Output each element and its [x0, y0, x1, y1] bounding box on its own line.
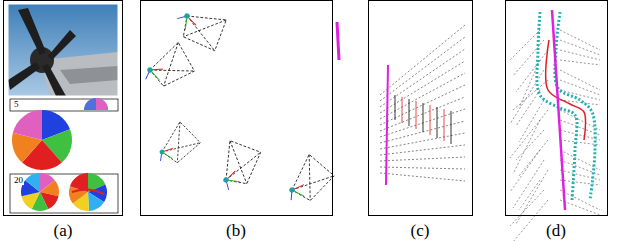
- panel-frame: [506, 1, 608, 216]
- object-line: [386, 65, 388, 185]
- callout-number: 5: [13, 100, 20, 109]
- half-pie: [84, 98, 108, 110]
- half-pie: [96, 98, 108, 110]
- sub-frame: [10, 174, 118, 213]
- sub-frame: [10, 99, 118, 111]
- trajectory: [510, 10, 600, 241]
- panel-frame: [141, 1, 333, 216]
- pie-chart: [69, 173, 107, 211]
- pie-chart: [21, 173, 59, 211]
- panel-caption: (d): [546, 222, 566, 239]
- propeller-photo: [8, 4, 118, 96]
- camera-frustum: [276, 151, 336, 210]
- panel-frame: [4, 1, 123, 216]
- callout-number: 20: [13, 176, 24, 185]
- camera-frustum: [148, 119, 202, 170]
- ray-fan: [380, 25, 465, 181]
- panel-caption: (a): [54, 222, 73, 239]
- camera-frustum: [208, 136, 263, 196]
- pie-chart: [12, 110, 72, 170]
- panel-caption: (c): [411, 222, 430, 239]
- panel-caption: (b): [226, 222, 246, 239]
- panel-frame: [369, 1, 473, 216]
- object-line: [337, 22, 339, 60]
- camera-frustum: [138, 41, 196, 91]
